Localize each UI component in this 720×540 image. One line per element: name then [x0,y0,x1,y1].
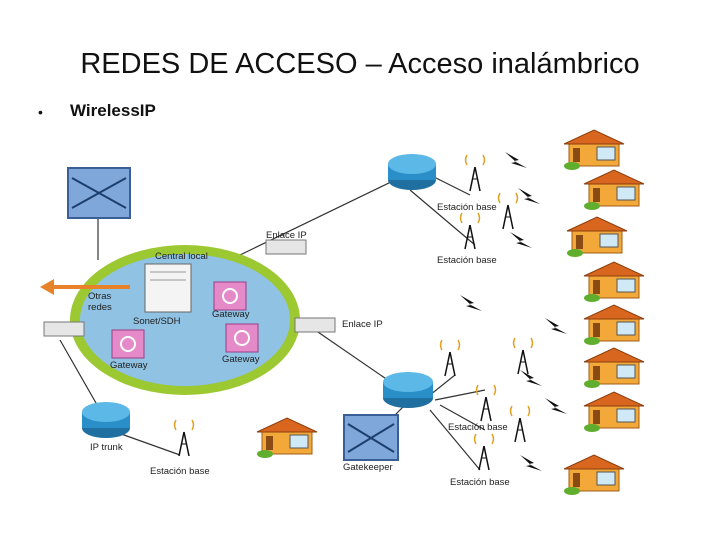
base-station-tower-6 [475,384,497,422]
house-icon-4 [583,261,645,303]
otras-redes-arrow [40,279,130,295]
house-icon-9 [256,417,318,459]
base-station-tower-8 [473,433,495,471]
router-icon-ip-trunk [82,402,130,438]
label-estacion-base-4: Estación base [450,477,510,488]
gateway-icon-3 [111,329,145,359]
label-sonet-sdh: Sonet/SDH [133,316,181,327]
radio-link-icon-5 [545,318,567,334]
gatekeeper-box [343,414,399,461]
house-icon-5 [583,304,645,346]
switch-box-top [67,167,131,219]
base-station-tower-7 [509,405,531,443]
label-gateway-1: Gateway [212,309,250,320]
gateway-icon-2 [225,323,259,353]
label-otras-redes-1: Otras [88,291,111,302]
house-icon-6 [583,347,645,389]
label-estacion-base-5: Estación base [150,466,210,477]
router-icon-middle [383,372,433,408]
central-local-server [144,263,192,313]
base-station-tower-2 [497,192,519,230]
base-station-tower-1 [464,154,486,192]
label-gatekeeper: Gatekeeper [343,462,393,473]
radio-link-icon-2 [518,188,540,204]
gateway-icon-1 [213,281,247,311]
radio-link-icon-1 [505,152,527,168]
enlace-ip-device-top [265,239,307,255]
house-icon-1 [563,129,625,171]
base-station-tower-9 [173,419,195,457]
label-estacion-base-3: Estación base [448,422,508,433]
enlace-ip-device-middle [294,317,336,333]
label-estacion-base-2: Estación base [437,255,497,266]
label-central-local: Central local [155,251,208,262]
radio-link-icon-3 [510,232,532,248]
label-otras-redes-2: redes [88,302,112,313]
bullet-marker: • [38,104,43,120]
radio-link-icon-8 [520,455,542,471]
base-station-tower-5 [512,337,534,375]
bullet-text: WirelessIP [70,101,156,120]
label-estacion-base-1: Estación base [437,202,497,213]
router-icon-top [388,154,436,190]
house-icon-8 [563,454,625,496]
house-icon-7 [583,391,645,433]
label-ip-trunk: IP trunk [90,442,123,453]
radio-link-icon-6 [520,370,542,386]
label-gateway-2: Gateway [222,354,260,365]
label-gateway-3: Gateway [110,360,148,371]
radio-link-icon-7 [545,398,567,414]
label-enlace-ip-2: Enlace IP [342,319,383,330]
slide-title: REDES DE ACCESO – Acceso inalámbrico [80,48,640,80]
base-station-tower-4 [439,339,461,377]
base-station-tower-3 [459,212,481,250]
label-enlace-ip-1: Enlace IP [266,230,307,241]
enlace-ip-device-left [43,321,85,337]
radio-link-icon-4 [460,295,482,311]
house-icon-3 [566,216,628,258]
house-icon-2 [583,169,645,211]
